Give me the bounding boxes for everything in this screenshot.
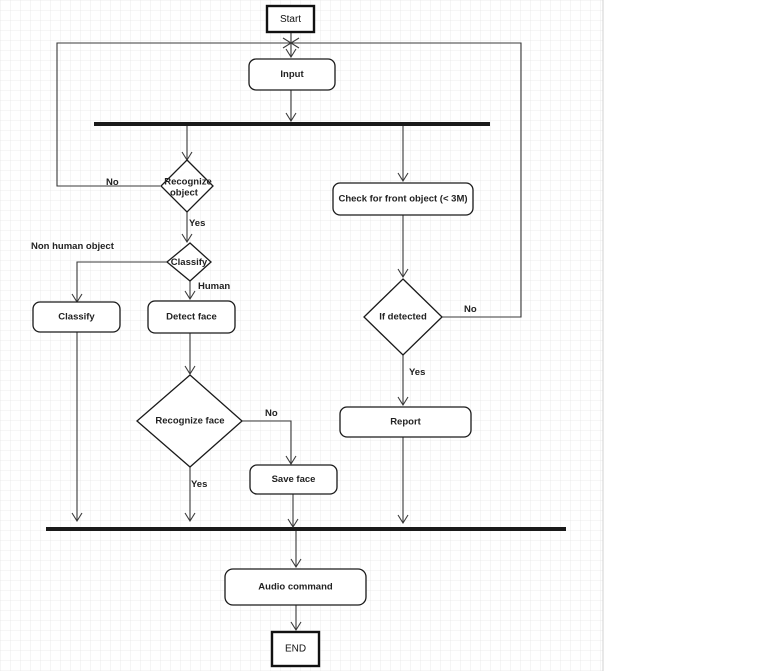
classify-non-human-label: Non human object — [31, 241, 115, 252]
node-classify-decision: Classify — [165, 242, 212, 282]
recognize-object-no-label: No — [106, 177, 119, 188]
node-save-face: Save face — [249, 464, 338, 495]
recognize-face-yes-label: Yes — [191, 479, 207, 490]
detect-face-box — [147, 300, 236, 334]
classify-box — [32, 301, 121, 333]
start-label: Start — [280, 14, 301, 25]
start-terminal — [265, 4, 316, 34]
if-detected-diamond — [363, 278, 443, 356]
classify-human-label: Human — [198, 281, 230, 292]
grid-background — [0, 0, 603, 671]
edge-if-detected-no-loop — [289, 37, 522, 318]
save-face-box — [249, 464, 338, 495]
edge-recognize-object-no-loop — [56, 37, 293, 187]
input-box — [248, 58, 336, 91]
edge-classify-non-human — [71, 261, 167, 304]
join-bar — [46, 527, 566, 531]
node-recognize-object: Recognize object — [160, 159, 214, 213]
save-face-label: Save face — [272, 474, 316, 485]
recognize-face-label: Recognize face — [155, 416, 224, 427]
node-classify-box: Classify — [32, 301, 121, 333]
node-start: Start — [265, 4, 316, 34]
recognize-object-yes-label: Yes — [189, 218, 205, 229]
node-detect-face: Detect face — [147, 300, 236, 334]
node-input: Input — [248, 58, 336, 91]
audio-command-box — [224, 568, 367, 606]
check-front-label: Check for front object (< 3M) — [338, 194, 467, 205]
report-box — [339, 406, 472, 438]
fork-bar — [94, 122, 490, 126]
classify-box-label: Classify — [58, 312, 95, 323]
node-recognize-face: Recognize face — [136, 374, 243, 468]
input-label: Input — [280, 69, 304, 80]
node-audio-command: Audio command — [224, 568, 367, 606]
report-label: Report — [390, 417, 421, 428]
node-if-detected: If detected — [363, 278, 443, 356]
edge-recognize-face-no — [242, 420, 297, 466]
if-detected-label: If detected — [379, 312, 427, 323]
audio-command-label: Audio command — [258, 582, 333, 593]
classify-decision-label: Classify — [171, 257, 208, 268]
if-detected-no-label: No — [464, 304, 477, 315]
recognize-face-no-label: No — [265, 408, 278, 419]
node-end: END — [270, 630, 321, 668]
end-label: END — [285, 644, 306, 655]
classify-diamond — [165, 242, 212, 282]
recognize-object-label-line2: object — [170, 188, 199, 199]
node-check-front: Check for front object (< 3M) — [332, 182, 474, 216]
edges — [56, 33, 522, 632]
if-detected-yes-label: Yes — [409, 367, 425, 378]
check-front-box — [332, 182, 474, 216]
end-terminal — [270, 630, 321, 668]
recognize-face-diamond — [136, 374, 243, 468]
recognize-object-label-line1: Recognize — [164, 177, 212, 188]
detect-face-label: Detect face — [166, 312, 217, 323]
node-report: Report — [339, 406, 472, 438]
recognize-object-diamond — [160, 159, 214, 213]
